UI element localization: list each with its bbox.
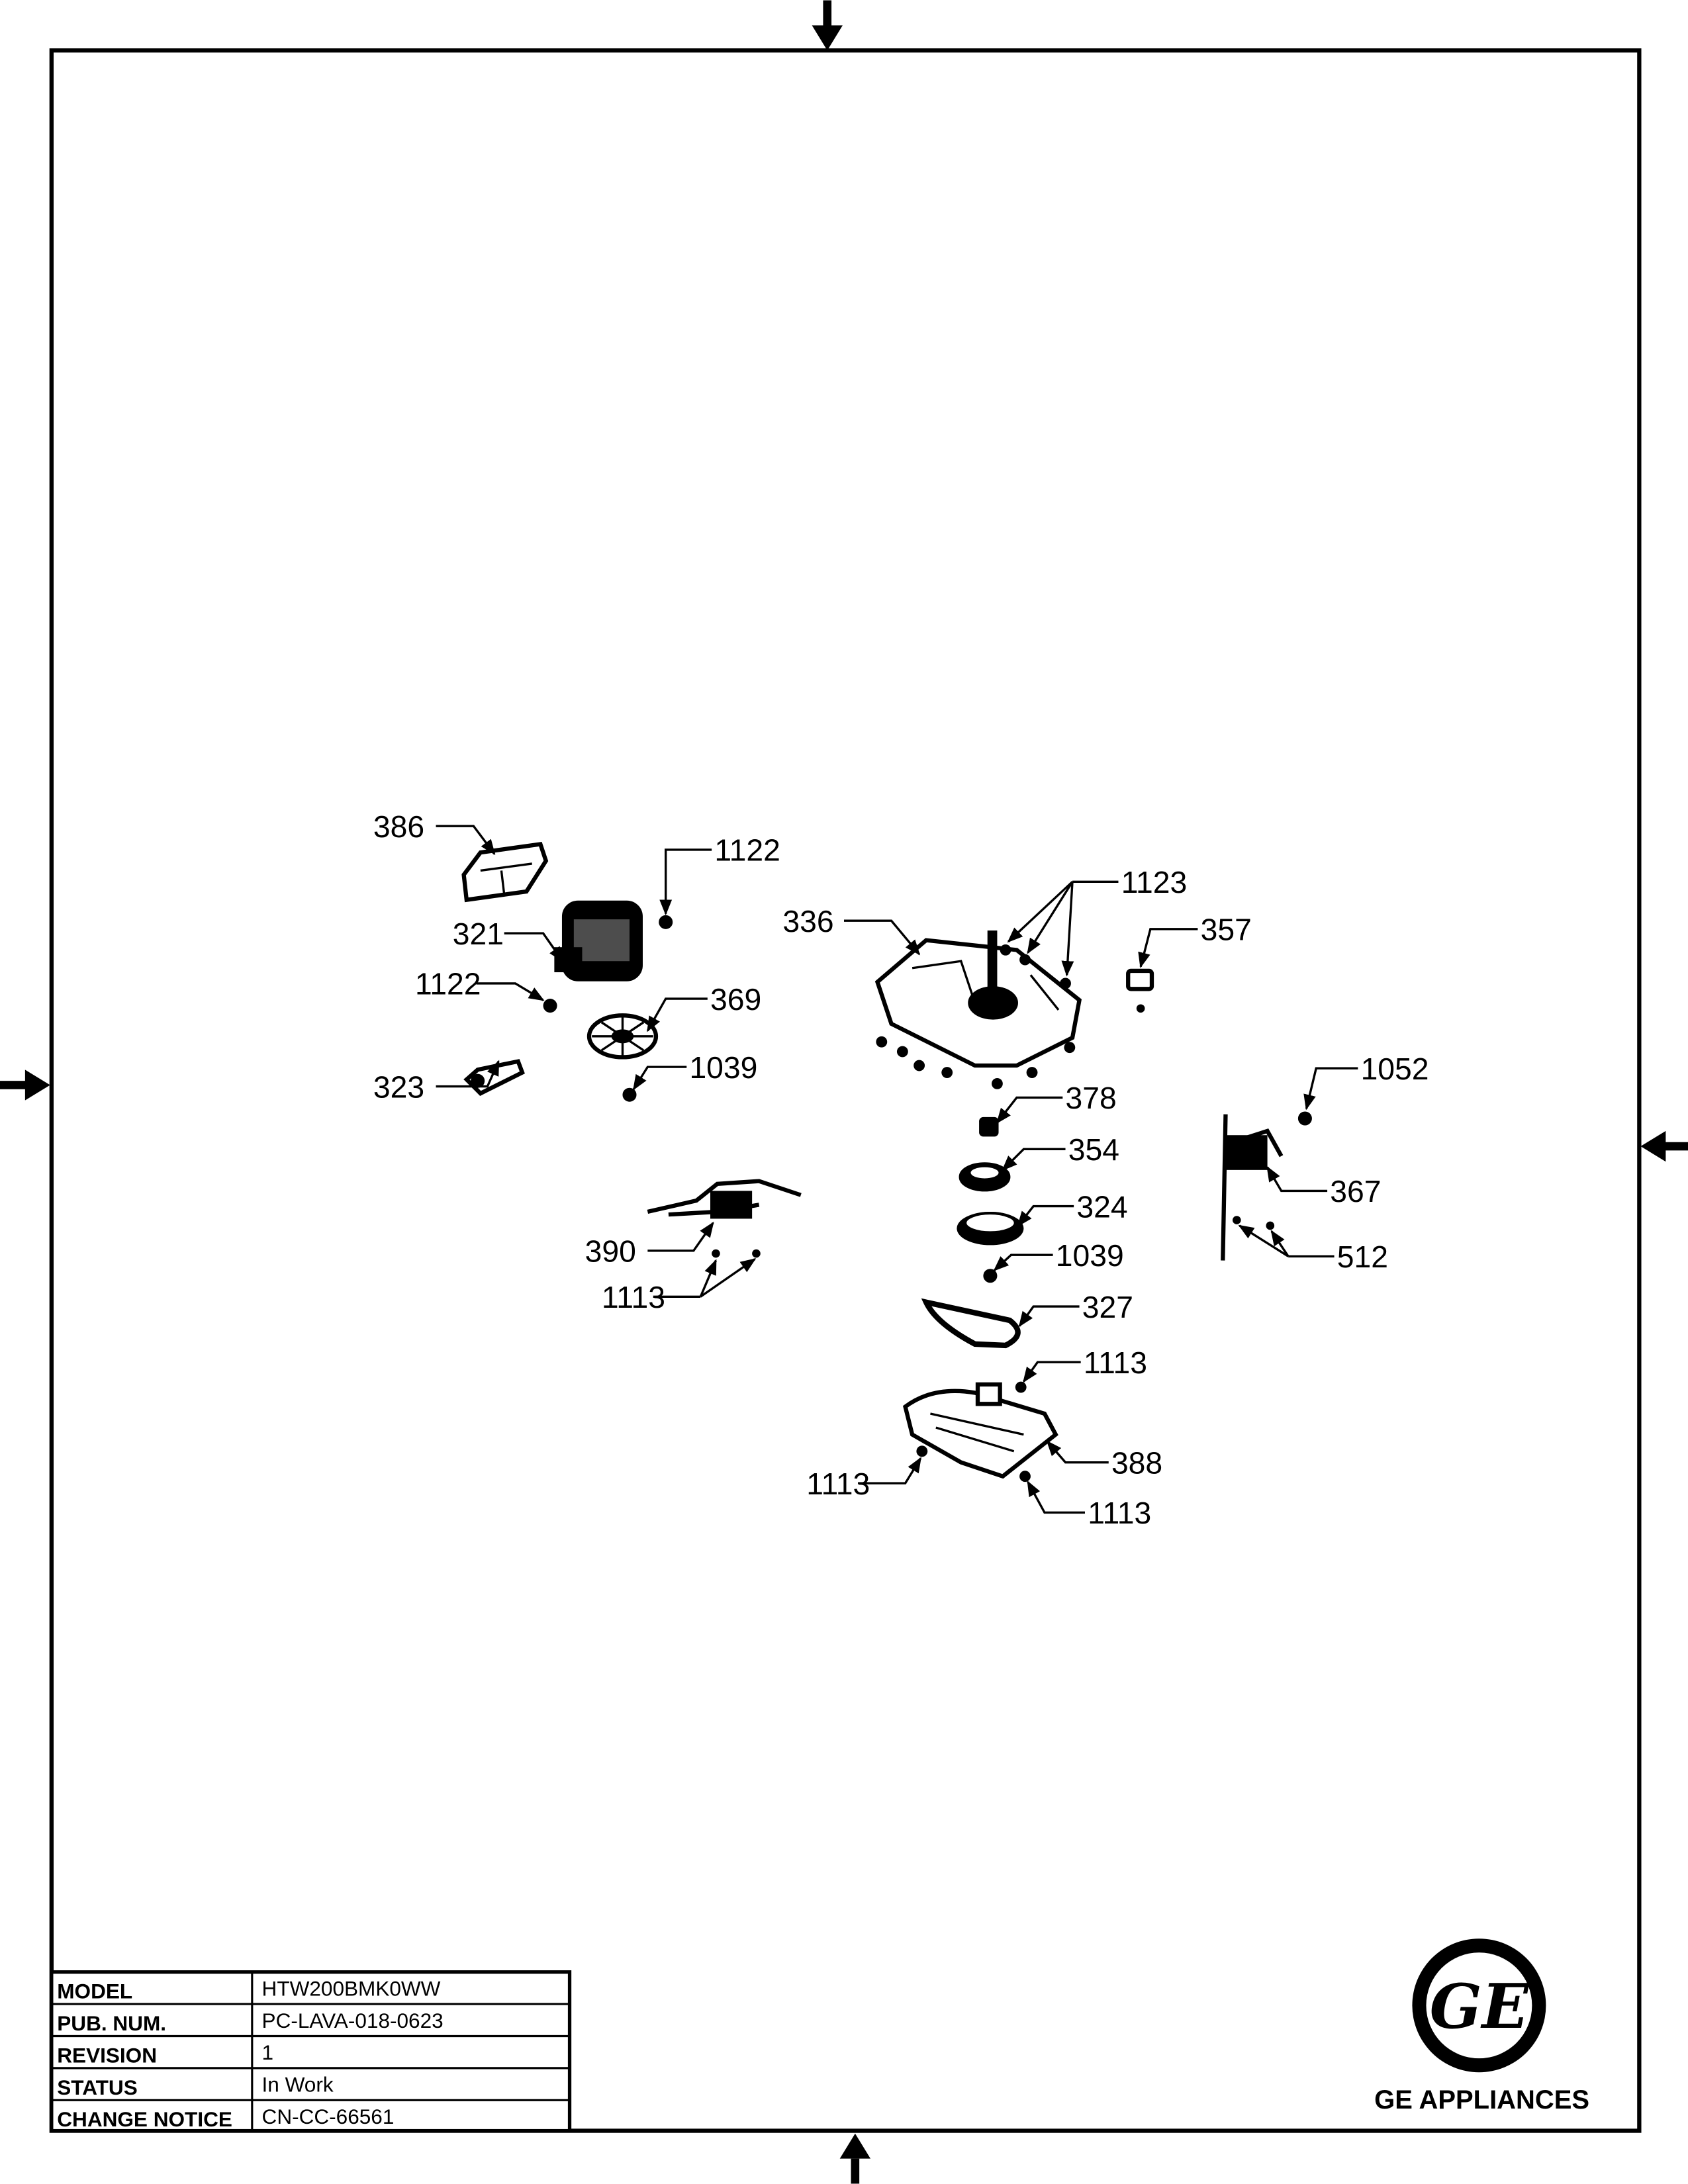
part-357-clip (1126, 968, 1154, 1013)
pub-num-label: PUB. NUM. (57, 2011, 166, 2035)
revision-value: 1 (262, 2040, 274, 2064)
part-512-screws (1233, 1216, 1275, 1230)
part-378-coupler (979, 1116, 999, 1137)
callout-386: 386 (373, 809, 424, 844)
callout-367: 367 (1330, 1174, 1381, 1208)
callout-336: 336 (782, 904, 833, 938)
callout-1039-center: 1039 (1056, 1238, 1124, 1273)
status-value: In Work (262, 2073, 334, 2097)
part-1123-screws (1000, 944, 1071, 989)
callout-512: 512 (1337, 1240, 1388, 1274)
title-block: MODEL HTW200BMK0WW PUB. NUM. PC-LAVA-018… (50, 1970, 572, 2133)
part-369-fan (586, 1013, 659, 1060)
center-arrow-bottom (839, 2133, 870, 2184)
callout-354: 354 (1068, 1132, 1119, 1167)
center-arrow-right (1640, 1130, 1688, 1162)
part-336-gearcase (874, 930, 1082, 1089)
callout-1122-lower: 1122 (415, 967, 481, 1001)
callout-357: 357 (1201, 913, 1252, 947)
part-1113-screws (712, 1249, 1031, 1482)
model-value: HTW200BMK0WW (262, 1976, 441, 2000)
callout-369: 369 (710, 982, 761, 1017)
drawing-border (49, 48, 1642, 2133)
callout-1052: 1052 (1361, 1052, 1429, 1086)
status-label: STATUS (57, 2075, 138, 2099)
change-notice-label: CHANGE NOTICE (57, 2107, 232, 2131)
callout-327: 327 (1082, 1290, 1133, 1324)
part-386-bracket (461, 842, 549, 903)
model-label: MODEL (57, 1979, 132, 2003)
callout-388: 388 (1111, 1445, 1162, 1480)
revision-label: REVISION (57, 2043, 157, 2067)
center-arrow-top (812, 0, 843, 51)
callout-321: 321 (453, 917, 504, 951)
brand-name: GE APPLIANCES (1374, 2085, 1589, 2115)
center-arrow-left (0, 1069, 50, 1101)
part-323-switch (463, 1059, 525, 1096)
callout-323: 323 (373, 1069, 424, 1104)
callout-1113-bottom-right: 1113 (1088, 1496, 1151, 1530)
callout-324: 324 (1076, 1189, 1127, 1224)
leader-lines (436, 825, 1358, 1514)
part-1122-screws (543, 915, 673, 1013)
callout-1113-upper: 1113 (1084, 1345, 1147, 1380)
part-354-pulley (959, 1162, 1011, 1192)
part-367-valve (1221, 1111, 1312, 1261)
callout-1113-bottom-left: 1113 (806, 1467, 870, 1501)
svg-text:GE: GE (1430, 1970, 1530, 2042)
callout-1039-left: 1039 (689, 1050, 757, 1085)
callout-1123: 1123 (1121, 865, 1188, 899)
callout-1122-top: 1122 (714, 833, 780, 868)
part-324-pulley (957, 1211, 1024, 1246)
part-321-motor (554, 900, 643, 981)
part-388-cover (903, 1382, 1058, 1479)
callout-378: 378 (1066, 1081, 1117, 1115)
change-notice-value: CN-CC-66561 (262, 2105, 395, 2128)
pub-num-value: PC-LAVA-018-0623 (262, 2009, 444, 2032)
ge-logo: GE (1412, 1938, 1546, 2073)
callout-1113-left: 1113 (602, 1280, 665, 1314)
part-327-belt (921, 1298, 1021, 1349)
callout-390: 390 (585, 1234, 636, 1269)
part-390-harness (647, 1179, 802, 1219)
part-1039-screw (622, 1087, 998, 1283)
